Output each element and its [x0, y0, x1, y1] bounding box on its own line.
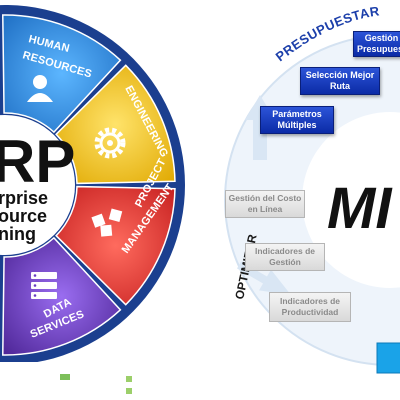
erp-big-letters: RP — [0, 128, 75, 195]
erp-line-3: ning — [0, 224, 36, 244]
erp-line-1: rprise — [0, 188, 48, 208]
cyan-box — [376, 342, 400, 374]
blue-box-seleccion-text: Selección Mejor Ruta — [305, 70, 375, 91]
gray-box-productividad: Indicadores de Productividad — [269, 292, 351, 322]
blue-box-parametros-text: Parámetros Múltiples — [272, 109, 322, 130]
gray-box-costo: Gestión del Costo en Línea — [225, 190, 305, 218]
blue-box-parametros: Parámetros Múltiples — [260, 106, 334, 134]
hr-segment — [2, 14, 122, 134]
gray-box-gestion: Indicadores de Gestión — [245, 243, 325, 271]
mis-center-text: MI — [327, 176, 393, 241]
watermark-badge-2 — [126, 388, 132, 394]
gray-box-productividad-text: Indicadores de Productividad — [280, 296, 340, 317]
mis-center-disc — [302, 112, 400, 288]
watermark-strip — [0, 362, 205, 400]
erp-line-2: ource — [0, 206, 47, 226]
erp-wheel: RP rprise ource ning — [0, 5, 205, 400]
erp-segments — [2, 14, 176, 356]
puzzle-icon — [91, 208, 123, 237]
erp-panel: RP rprise ource ning — [0, 5, 205, 400]
gray-box-costo-text: Gestión del Costo en Línea — [228, 193, 302, 214]
blue-box-gestion-text: Gestión Presupuest — [356, 33, 400, 54]
project-management-segment — [55, 185, 176, 306]
gray-box-gestion-text: Indicadores de Gestión — [255, 246, 315, 267]
person-icon — [27, 75, 53, 102]
watermark-badge-1 — [126, 376, 132, 382]
data-services-segment — [2, 236, 122, 356]
gear-icon — [94, 127, 126, 159]
mis-panel: PRESUPUESTAR OPTIMIZAR MI Gestión Presup… — [205, 0, 400, 400]
blue-box-seleccion: Selección Mejor Ruta — [300, 67, 380, 95]
blue-box-gestion: Gestión Presupuest — [353, 31, 400, 57]
watermark-logo — [60, 374, 70, 380]
server-icon — [31, 272, 57, 299]
erp-center-disc — [0, 115, 75, 255]
engineering-segment — [55, 64, 176, 185]
